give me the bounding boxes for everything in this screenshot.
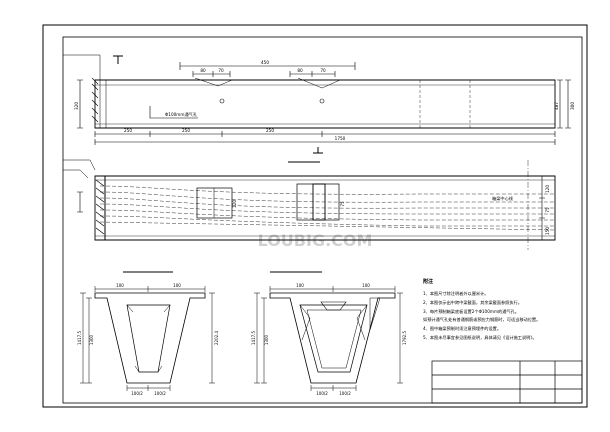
sr-top-a: 100 (296, 283, 304, 288)
dim-80b: 80 (297, 68, 303, 73)
sl-bottom-a: 100/2 (131, 391, 143, 396)
side-view-labels: 箱梁中心线 120 75 150 120 75 (232, 185, 550, 235)
section-left (80, 271, 215, 391)
sl-height-a: 1417.5 (77, 331, 82, 345)
notes-title: 附注 (423, 278, 433, 285)
dim-250c: 250 (266, 128, 274, 133)
side-dim-d: 120 (232, 200, 237, 208)
notes: 附注 1、本图尺寸除注明者外以厘米计。 2、本图仅示出中跨中梁截面，其余梁截面参… (423, 278, 540, 341)
dim-250a: 250 (124, 128, 132, 133)
center-label: 箱梁中心线 (492, 195, 514, 202)
sheet-border-inner (62, 36, 583, 404)
sr-height-c: 1792.5 (402, 331, 407, 345)
sl-top-b: 100 (173, 283, 181, 288)
dim-250b: 250 (182, 128, 190, 133)
vent-label: Φ100mm通气孔 (165, 111, 198, 118)
dim-70b: 70 (320, 68, 326, 73)
dim-450: 450 (261, 60, 269, 65)
watermark-text: LOUBIG.COM (258, 231, 373, 250)
top-view (63, 54, 571, 154)
dim-right-vertical-a: 487 (554, 102, 559, 110)
sr-height-a: 1417.5 (251, 331, 256, 345)
side-view (63, 159, 556, 250)
top-view-labels: 450 80 70 80 70 320 487 300 Φ100mm通气孔 25… (74, 60, 575, 141)
sl-height-b: 1300 (89, 334, 94, 345)
section-right (254, 271, 403, 391)
side-dim-e: 75 (340, 201, 345, 207)
note-2: 2、本图仅示出中跨中梁截面，其余梁截面参照执行。 (423, 299, 522, 306)
dim-total: 1750 (335, 136, 346, 141)
sr-bottom-b: 100/2 (339, 391, 351, 396)
side-dim-c: 150 (545, 227, 550, 235)
side-dim-b: 75 (545, 207, 550, 213)
watermark: LOUBIG.COM (258, 231, 373, 250)
note-3: 3、每片预制箱梁底板设置2个Φ100mm的通气孔。 (423, 308, 519, 315)
sr-bottom-a: 100/2 (316, 391, 328, 396)
dim-left-vertical: 320 (74, 102, 79, 110)
note-3b: 如预计通气孔处有普通钢筋或预应力钢筋时，可适当移动位置。 (423, 316, 540, 323)
note-4: 4、图中箱梁预制时须注意预埋件的设置。 (423, 325, 501, 332)
sr-top-b: 100 (362, 283, 370, 288)
dim-70: 70 (218, 68, 224, 73)
side-dim-a: 120 (545, 185, 550, 193)
note-5: 5、本图未尽事宜参见图纸说明，具体请见《设计施工说明》。 (423, 334, 537, 341)
note-1: 1、本图尺寸除注明者外以厘米计。 (423, 290, 488, 297)
dim-right-vertical-b: 300 (570, 102, 575, 110)
sl-bottom-b: 100/2 (154, 391, 166, 396)
sl-top-a: 100 (116, 283, 124, 288)
section-right-labels: 100 100 1417.5 1300 1792.5 100/2 100/2 (251, 283, 407, 396)
title-block (431, 360, 583, 404)
sheet-border-outer (42, 24, 588, 408)
sl-height-c: 2202.4 (214, 331, 219, 345)
section-left-labels: 100 100 1417.5 1300 2202.4 100/2 100/2 (77, 283, 219, 396)
sr-height-b: 1300 (264, 334, 269, 345)
dim-80: 80 (200, 68, 206, 73)
